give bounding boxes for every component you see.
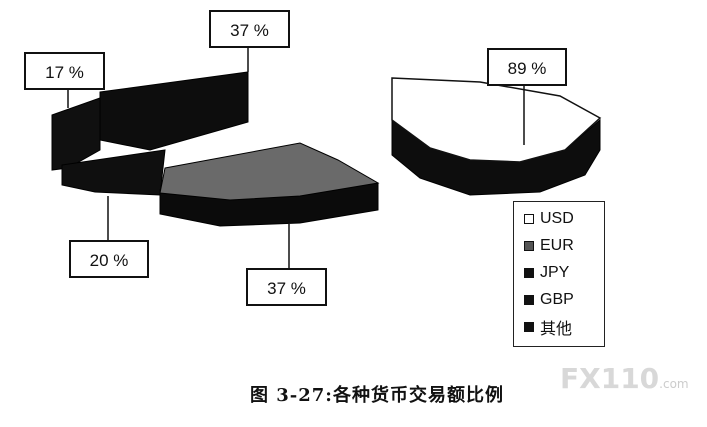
legend-swatch-other xyxy=(524,322,534,332)
legend-label-usd: USD xyxy=(540,210,574,227)
data-label-usd: 89 % xyxy=(487,48,567,86)
watermark-suffix: .com xyxy=(659,377,689,391)
legend-swatch-eur xyxy=(524,241,534,251)
legend-item-gbp: GBP xyxy=(524,289,574,311)
legend-swatch-usd xyxy=(524,214,534,224)
legend-swatch-gbp xyxy=(524,295,534,305)
legend-item-jpy: JPY xyxy=(524,262,569,284)
pie-slice-usd-top xyxy=(391,77,602,163)
data-label-other: 20 % xyxy=(69,240,149,278)
legend-label-jpy: JPY xyxy=(540,264,570,281)
pie-slice-gbp xyxy=(51,97,101,171)
legend-swatch-jpy xyxy=(524,268,534,278)
legend-item-usd: USD xyxy=(524,208,574,230)
pie-slice-other xyxy=(61,149,166,196)
figure-caption: 图 3-27:各种货币交易额比例 xyxy=(250,385,504,406)
left-pie xyxy=(51,48,380,268)
watermark-logo: FX110.com xyxy=(560,362,689,395)
legend-item-eur: EUR xyxy=(524,235,574,257)
legend-item-other: 其他 xyxy=(524,316,572,338)
watermark-brand: FX110 xyxy=(560,362,660,395)
legend: USD EUR JPY GBP 其他 xyxy=(513,201,605,347)
pie-slice-eur-top xyxy=(159,142,380,201)
data-label-jpy: 37 % xyxy=(209,10,290,48)
data-label-eur: 37 % xyxy=(246,268,327,306)
legend-label-other: 其他 xyxy=(540,321,573,338)
pie-slice-jpy xyxy=(99,71,249,151)
legend-label-eur: EUR xyxy=(540,237,574,254)
right-pie xyxy=(391,77,602,196)
data-label-gbp: 17 % xyxy=(24,52,105,90)
legend-label-gbp: GBP xyxy=(540,291,574,308)
